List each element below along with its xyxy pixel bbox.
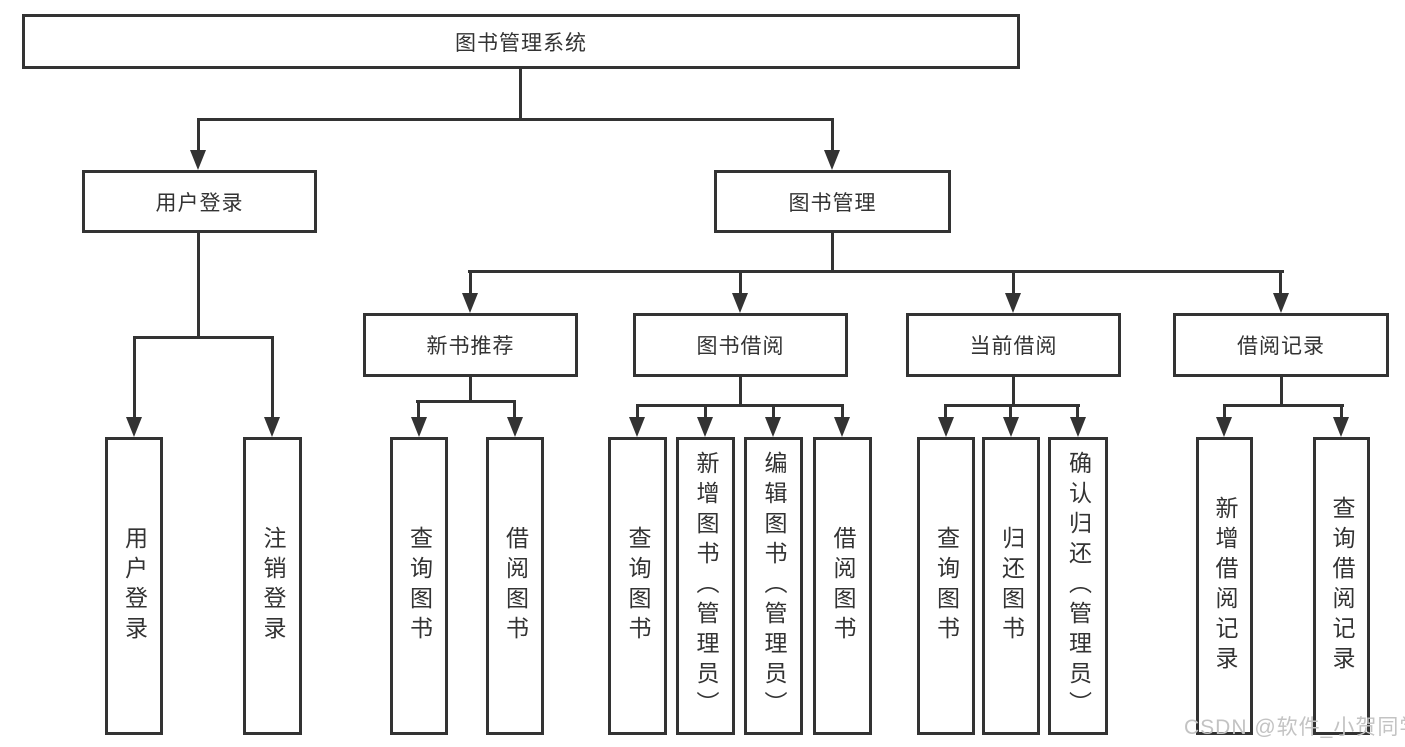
connector-new-book-horizontal [416, 400, 516, 403]
node-book-borrow: 图书借阅 [633, 313, 848, 377]
connector-drop [513, 400, 516, 419]
arrow-down-icon [507, 417, 523, 437]
leaf-nb-borrow-book: 借阅图书 [486, 437, 544, 735]
connector-drop-current-borrow [1012, 270, 1015, 295]
node-current-borrow: 当前借阅 [906, 313, 1121, 377]
node-new-book-recommend: 新书推荐 [363, 313, 578, 377]
leaf-cb-confirm-return-admin: 确认归还（管理员） [1048, 437, 1108, 735]
leaf-cb-return-book: 归还图书 [982, 437, 1040, 735]
leaf-nb-query-book: 查询图书 [390, 437, 448, 735]
leaf-bb-add-book-admin: 新增图书（管理员） [676, 437, 735, 735]
connector-drop [841, 404, 844, 419]
leaf-label: 借阅图书 [830, 526, 856, 646]
arrow-down-icon [697, 417, 713, 437]
connector-drop [636, 404, 639, 419]
leaf-label: 确认归还（管理员） [1065, 451, 1092, 721]
connector-book-management-stem [831, 233, 834, 272]
leaf-br-query-record: 查询借阅记录 [1313, 437, 1370, 735]
leaf-cb-query-book: 查询图书 [917, 437, 975, 735]
arrow-down-icon [1003, 417, 1019, 437]
connector-drop-user-login [197, 118, 200, 152]
arrow-down-icon [732, 293, 748, 313]
connector-drop [417, 400, 420, 419]
leaf-logout: 注销登录 [243, 437, 302, 735]
node-book-management: 图书管理 [714, 170, 951, 233]
leaf-label: 用户登录 [121, 526, 148, 646]
connector-root-stem [519, 69, 522, 120]
leaf-br-add-record: 新增借阅记录 [1196, 437, 1253, 735]
arrow-down-icon [765, 417, 781, 437]
arrow-down-icon [126, 417, 142, 437]
connector-drop [1223, 404, 1226, 419]
connector-user-login-stem [197, 233, 200, 338]
node-borrow-record-label: 借阅记录 [1237, 335, 1325, 358]
connector-drop-new-book [469, 270, 472, 295]
node-root-label: 图书管理系统 [455, 31, 587, 55]
leaf-bb-query-book: 查询图书 [608, 437, 667, 735]
leaf-label: 借阅图书 [502, 526, 529, 646]
connector-new-book-stem [469, 377, 472, 402]
connector-drop-borrow-record [1279, 270, 1282, 295]
connector-drop [1076, 404, 1079, 419]
arrow-down-icon [1216, 417, 1232, 437]
watermark: CSDN @软件_小贺同学 [1184, 716, 1405, 739]
node-book-management-label: 图书管理 [788, 191, 877, 215]
leaf-label: 新增借阅记录 [1212, 496, 1238, 676]
connector-drop-leaf-user-login [133, 336, 136, 419]
node-book-borrow-label: 图书借阅 [696, 335, 785, 358]
connector-borrow-record-stem [1280, 377, 1283, 406]
arrow-down-icon [824, 150, 840, 170]
leaf-label: 查询图书 [625, 526, 651, 646]
arrow-down-icon [1070, 417, 1086, 437]
arrow-down-icon [629, 417, 645, 437]
leaf-label: 编辑图书（管理员） [761, 451, 787, 721]
node-new-book-recommend-label: 新书推荐 [426, 335, 515, 358]
connector-level3-horizontal [468, 270, 1284, 273]
arrow-down-icon [1273, 293, 1289, 313]
connector-book-borrow-horizontal [636, 404, 844, 407]
arrow-down-icon [938, 417, 954, 437]
leaf-bb-edit-book-admin: 编辑图书（管理员） [744, 437, 803, 735]
node-borrow-record: 借阅记录 [1173, 313, 1389, 377]
leaf-label: 归还图书 [998, 526, 1025, 646]
arrow-down-icon [462, 293, 478, 313]
connector-current-borrow-horizontal [944, 404, 1080, 407]
node-root: 图书管理系统 [22, 14, 1020, 69]
connector-book-borrow-stem [739, 377, 742, 406]
connector-drop [1009, 404, 1012, 419]
arrow-down-icon [411, 417, 427, 437]
leaf-label: 查询借阅记录 [1329, 496, 1355, 676]
connector-borrow-record-horizontal [1223, 404, 1344, 407]
leaf-user-login: 用户登录 [105, 437, 163, 735]
connector-current-borrow-stem [1012, 377, 1015, 406]
connector-user-login-horizontal [133, 336, 274, 339]
arrow-down-icon [190, 150, 206, 170]
leaf-label: 新增图书（管理员） [693, 451, 719, 721]
connector-drop [704, 404, 707, 419]
connector-drop [772, 404, 775, 419]
leaf-bb-borrow-book: 借阅图书 [813, 437, 872, 735]
arrow-down-icon [1333, 417, 1349, 437]
node-user-login-label: 用户登录 [155, 191, 244, 215]
connector-drop-book-management [831, 118, 834, 152]
arrow-down-icon [834, 417, 850, 437]
leaf-label: 查询图书 [406, 526, 433, 646]
connector-drop [944, 404, 947, 419]
connector-level1-horizontal [197, 118, 834, 121]
connector-drop-leaf-logout [271, 336, 274, 419]
node-user-login: 用户登录 [82, 170, 317, 233]
leaf-label: 注销登录 [260, 526, 286, 646]
arrow-down-icon [264, 417, 280, 437]
node-current-borrow-label: 当前借阅 [969, 335, 1058, 358]
arrow-down-icon [1005, 293, 1021, 313]
connector-drop [1340, 404, 1343, 419]
leaf-label: 查询图书 [933, 526, 960, 646]
connector-drop-book-borrow [739, 270, 742, 295]
